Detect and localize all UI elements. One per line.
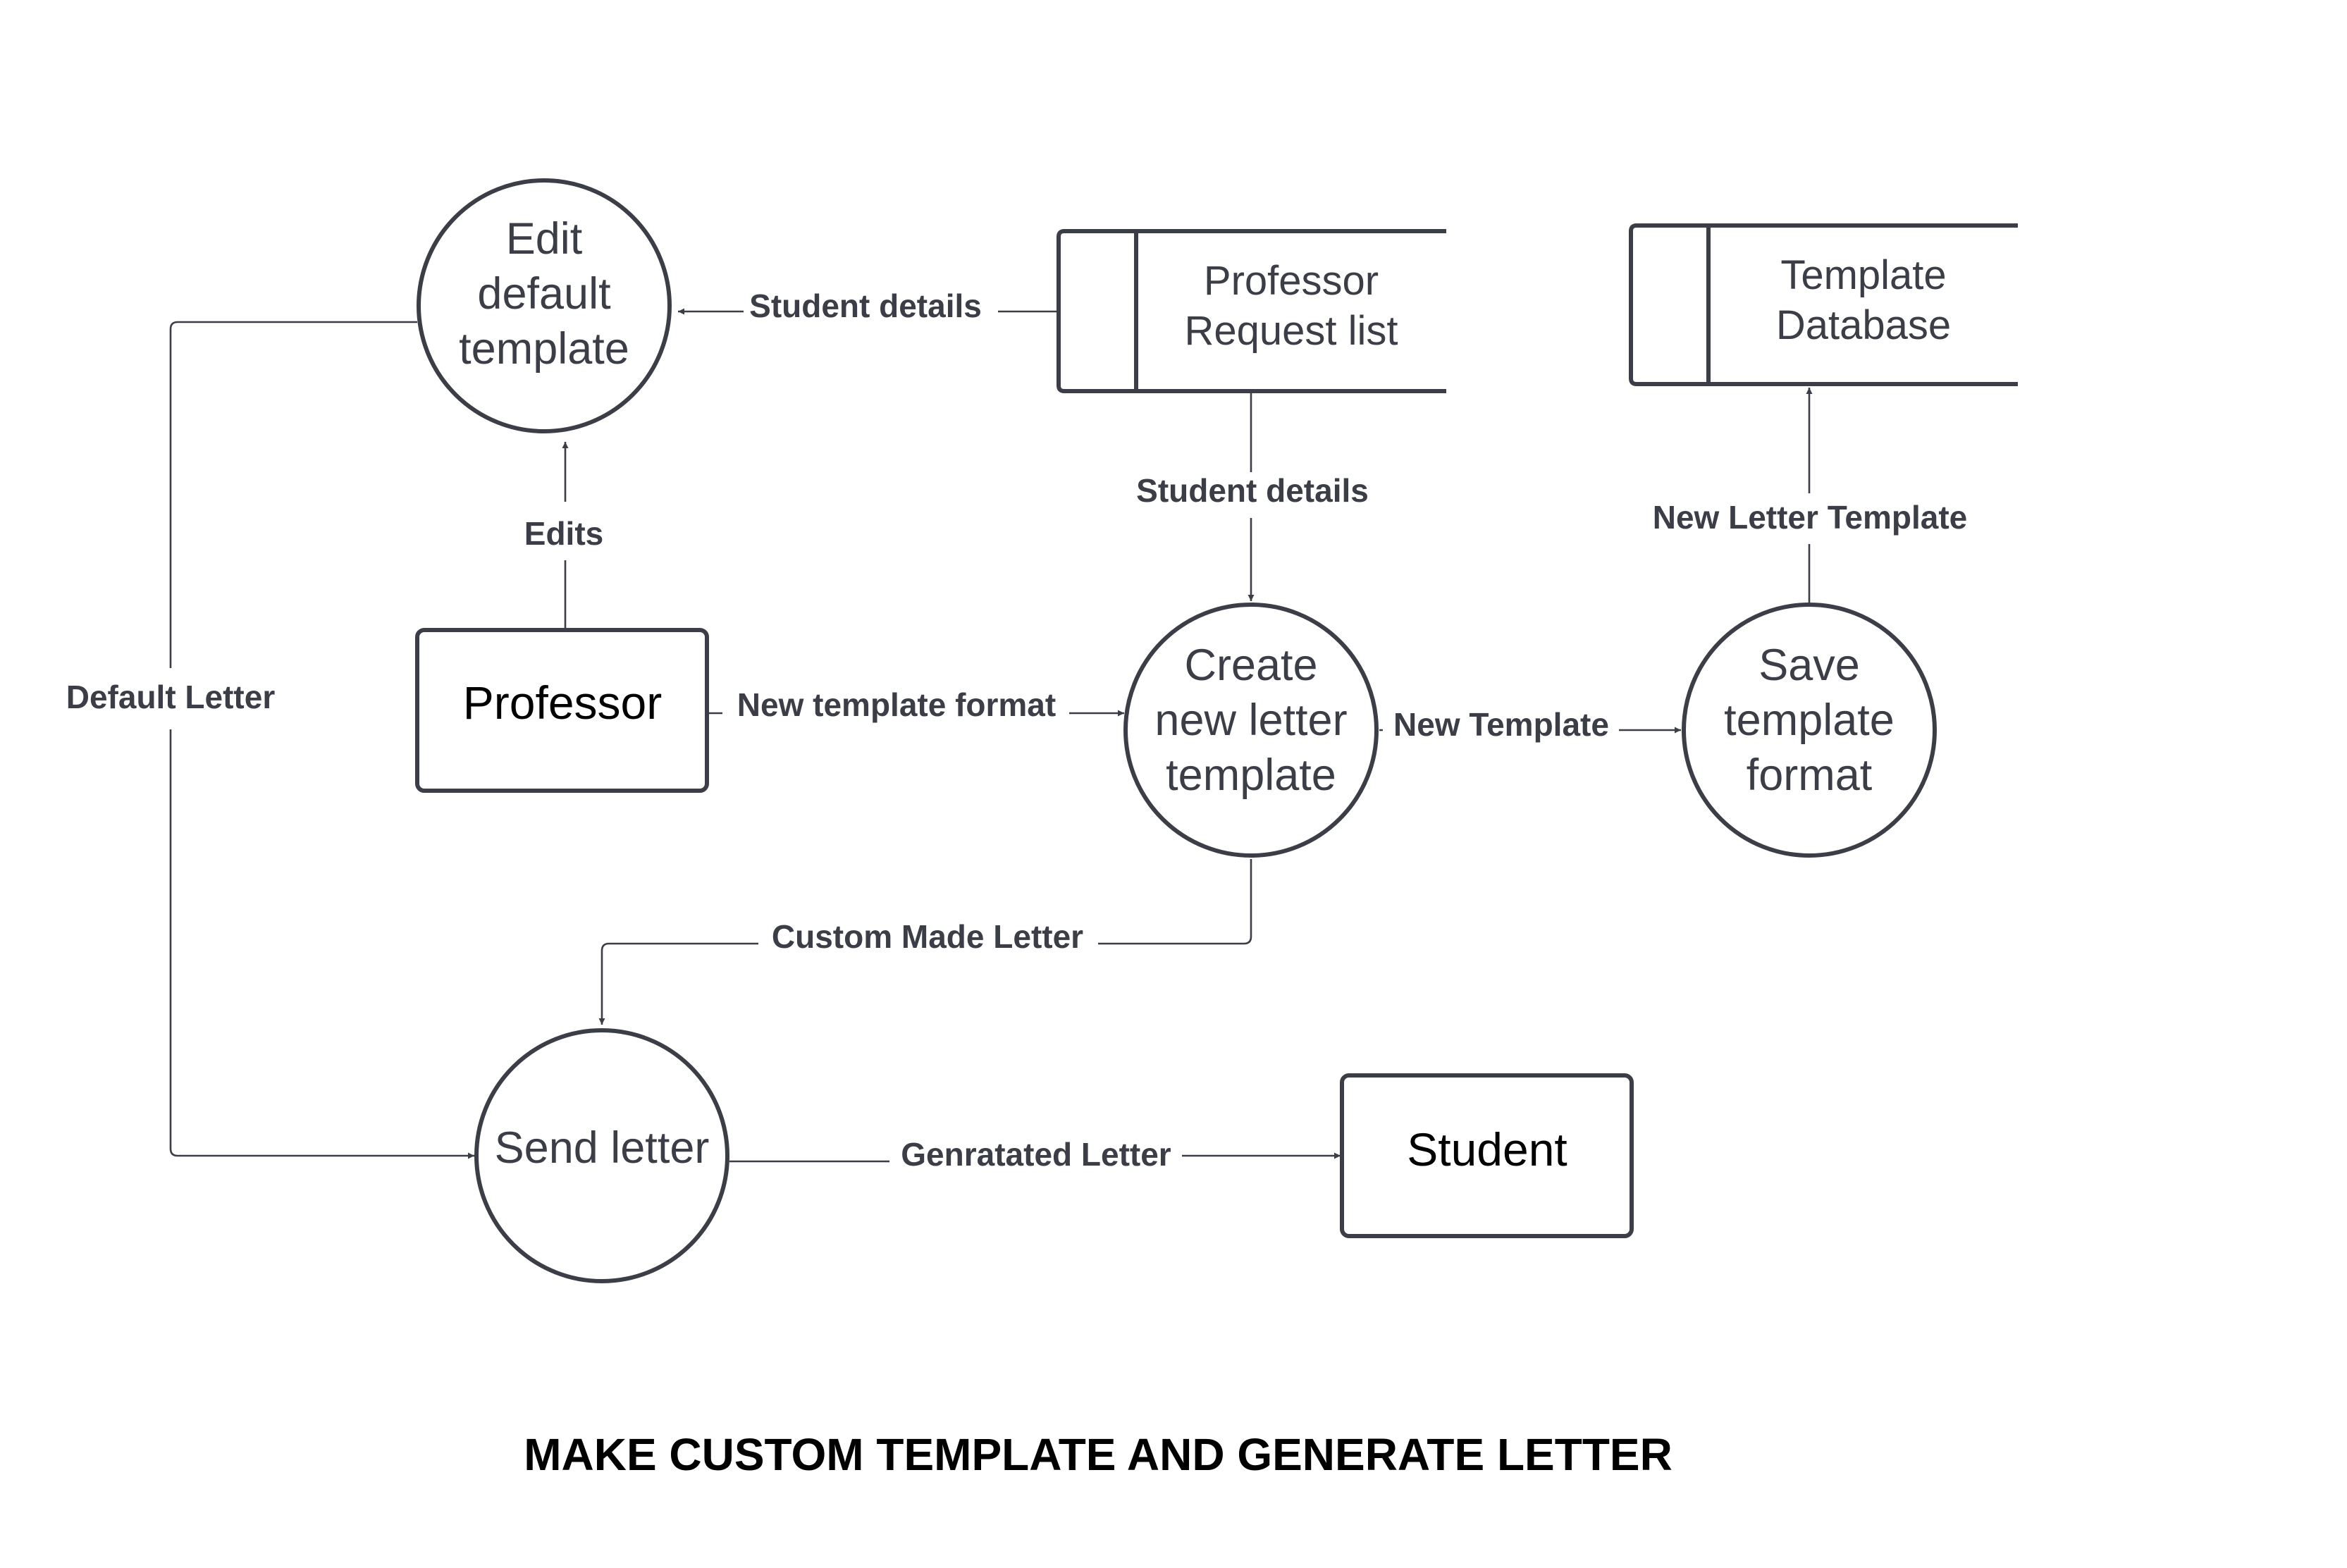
edge-generated-letter: [729, 1156, 1341, 1161]
flow-label-generated-letter: Genratated Letter: [901, 1136, 1171, 1173]
process-label-line: new letter: [1154, 696, 1347, 745]
flow-label-student-details-to-edit: Student details: [749, 288, 982, 324]
process-label-line: format: [1747, 751, 1873, 800]
entity-label: Professor: [463, 677, 662, 729]
edges: [169, 311, 1809, 1161]
entity-label: Student: [1407, 1123, 1567, 1175]
process-label-line: template: [1724, 696, 1895, 745]
datastore-label-line: Request list: [1184, 308, 1398, 354]
process-label-line: Send letter: [495, 1123, 710, 1173]
datastore-template-database[interactable]: Template Database: [1629, 223, 2018, 386]
datastore-professor-request-list[interactable]: Professor Request list: [1057, 229, 1446, 393]
flow-labels: Student details Edits Student details Ne…: [66, 288, 1967, 1173]
process-edit-default-template[interactable]: Edit default template: [417, 178, 672, 433]
process-label-line: default: [477, 269, 611, 319]
process-label-line: Create: [1184, 641, 1317, 690]
process-label-line: Save: [1758, 641, 1860, 690]
entity-student[interactable]: Student: [1340, 1073, 1634, 1238]
process-create-new-letter-template[interactable]: Create new letter template: [1123, 603, 1379, 858]
flow-label-edits: Edits: [524, 515, 603, 552]
process-save-template-format[interactable]: Save template format: [1682, 603, 1937, 858]
process-label-line: template: [459, 324, 629, 374]
flow-label-new-letter-template: New Letter Template: [1653, 499, 1967, 536]
process-send-letter[interactable]: Send letter: [474, 1028, 729, 1283]
entity-professor[interactable]: Professor: [415, 628, 709, 793]
flow-label-new-template-format: New template format: [737, 686, 1056, 723]
flow-label-custom-made-letter: Custom Made Letter: [772, 918, 1083, 955]
diagram-title: MAKE CUSTOM TEMPLATE AND GENERATE LETTER: [524, 1429, 1673, 1480]
datastore-label-line: Database: [1776, 302, 1951, 348]
datastore-label-line: Template: [1780, 252, 1946, 298]
edge-default-letter: [169, 321, 474, 1156]
datastore-label-line: Professor: [1204, 258, 1379, 304]
process-label-line: Edit: [506, 214, 583, 264]
process-label-line: template: [1166, 751, 1336, 800]
flow-label-student-details-to-create: Student details: [1136, 472, 1369, 509]
edge-custom-made-letter: [602, 859, 1252, 1025]
flow-label-default-letter: Default Letter: [66, 679, 276, 715]
flow-label-new-template: New Template: [1393, 706, 1609, 743]
